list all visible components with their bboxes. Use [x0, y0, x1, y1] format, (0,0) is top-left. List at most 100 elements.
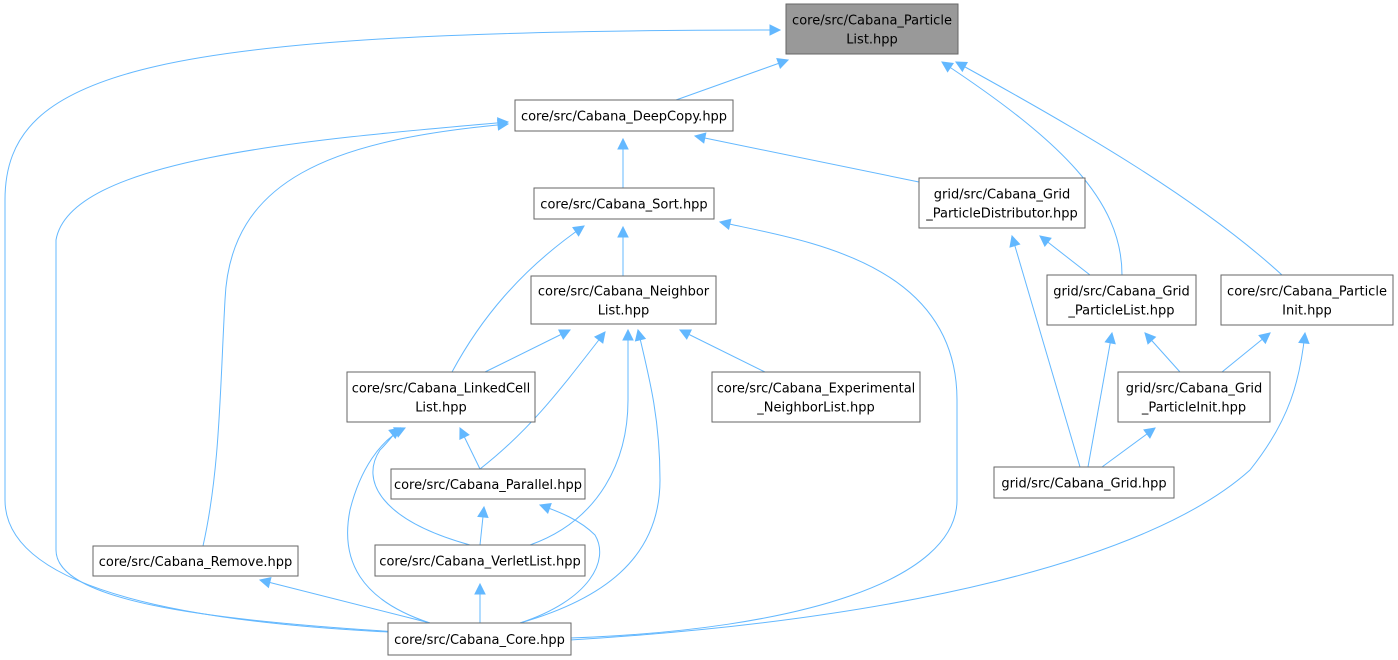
edge-grid_particleinit-to-particleinit: [1221, 332, 1271, 373]
node-label: core/src/Cabana_Core.hpp: [394, 633, 565, 648]
node-box: [387, 622, 572, 656]
edge-deepcopy-to-particlelist: [675, 58, 790, 101]
node-verletlist[interactable]: core/src/Cabana_VerletList.hpp: [374, 544, 586, 577]
node-label: core/src/Cabana_Remove.hpp: [99, 555, 293, 570]
node-label: grid/src/Cabana_Grid.hpp: [1001, 477, 1166, 492]
arrowhead-icon: [1009, 234, 1021, 248]
node-box: [711, 371, 921, 423]
edge-line: [479, 331, 606, 470]
edge-experimental-to-neighborlist: [678, 329, 766, 373]
node-label: grid/src/Cabana_Grid: [934, 188, 1070, 203]
node-particleinit[interactable]: core/src/Cabana_ParticleInit.hpp: [1220, 274, 1394, 326]
edge-core-to-remove: [258, 576, 431, 624]
arrowhead-icon: [258, 576, 272, 589]
edge-grid-to-grid_particleinit: [1101, 427, 1156, 468]
node-label: List.hpp: [415, 401, 467, 416]
node-box: [785, 3, 959, 55]
arrowhead-icon: [1104, 331, 1116, 345]
edge-linkedcell-to-sort: [451, 225, 585, 373]
edge-line: [451, 225, 585, 373]
node-label: List.hpp: [598, 304, 650, 319]
edges-layer: [4, 24, 1310, 641]
node-box: [530, 275, 717, 325]
node-box: [92, 545, 299, 577]
edge-line: [1101, 427, 1156, 468]
nodes-layer: core/src/Cabana_ParticleList.hppcore/src…: [92, 3, 1394, 656]
arrowhead-icon: [1258, 332, 1271, 345]
edge-particleinit-to-particlelist: [955, 61, 1283, 276]
arrowhead-icon: [497, 117, 510, 129]
arrowhead-icon: [558, 329, 572, 340]
node-label: core/src/Cabana_Experimental: [717, 382, 916, 397]
node-label: List.hpp: [846, 33, 898, 48]
node-label: _ParticleDistributor.hpp: [925, 207, 1078, 222]
node-box: [1046, 274, 1197, 326]
node-box: [346, 371, 536, 423]
node-grid[interactable]: grid/src/Cabana_Grid.hpp: [993, 466, 1175, 499]
edge-linkedcell-to-neighborlist: [484, 329, 572, 373]
node-label: core/src/Cabana_DeepCopy.hpp: [521, 110, 727, 125]
edge-line: [4, 29, 781, 633]
edge-parallel-to-neighborlist: [479, 331, 606, 470]
arrowhead-icon: [776, 58, 790, 70]
arrowhead-icon: [538, 502, 552, 514]
edge-core-to-verletlist: [474, 582, 486, 623]
node-box: [993, 466, 1175, 499]
arrowhead-icon: [593, 331, 606, 344]
edge-line: [1011, 235, 1081, 468]
arrowhead-icon: [1144, 332, 1157, 345]
edge-line: [955, 61, 1283, 276]
node-core[interactable]: core/src/Cabana_Core.hpp: [387, 622, 572, 656]
node-label: core/src/Cabana_Parallel.hpp: [394, 478, 582, 493]
arrowhead-icon: [955, 61, 968, 73]
edge-grid_particlelist-to-particlelist: [941, 61, 1123, 276]
node-box: [514, 99, 734, 132]
edge-grid_particleinit-to-grid_particlelist: [1144, 332, 1181, 373]
edge-grid_particlelist-to-grid_distributor: [1039, 235, 1091, 276]
node-label: core/src/Cabana_VerletList.hpp: [379, 555, 580, 570]
arrowhead-icon: [634, 328, 647, 342]
node-remove[interactable]: core/src/Cabana_Remove.hpp: [92, 545, 299, 577]
edge-core-to-sort: [569, 218, 958, 639]
node-parallel[interactable]: core/src/Cabana_Parallel.hpp: [390, 468, 586, 500]
edge-line: [519, 329, 661, 624]
edge-line: [1039, 235, 1091, 276]
node-sort[interactable]: core/src/Cabana_Sort.hpp: [533, 187, 715, 220]
edge-line: [519, 504, 601, 624]
edge-grid-to-grid_particlelist: [1087, 331, 1116, 468]
edge-line: [679, 329, 766, 373]
node-label: core/src/Cabana_Sort.hpp: [540, 198, 707, 213]
node-deepcopy[interactable]: core/src/Cabana_DeepCopy.hpp: [514, 99, 734, 132]
arrowhead-icon: [769, 24, 782, 36]
node-grid_particleinit[interactable]: grid/src/Cabana_Grid_ParticleInit.hpp: [1117, 371, 1271, 423]
edge-grid_distributor-to-deepcopy: [693, 132, 920, 183]
arrowhead-icon: [622, 328, 634, 341]
arrowhead-icon: [393, 427, 407, 438]
node-label: core/src/Cabana_LinkedCell: [352, 382, 531, 397]
node-grid_distributor[interactable]: grid/src/Cabana_Grid _ParticleDistributor…: [918, 177, 1086, 229]
edge-line: [529, 330, 629, 546]
arrowhead-icon: [617, 225, 629, 238]
node-label: _ParticleInit.hpp: [1141, 401, 1246, 416]
arrowhead-icon: [941, 61, 954, 73]
node-box: [390, 468, 586, 500]
node-experimental[interactable]: core/src/Cabana_Experimental_NeighborLis…: [711, 371, 921, 423]
node-label: core/src/Cabana_Particle: [792, 14, 952, 29]
node-grid_particlelist[interactable]: grid/src/Cabana_Grid_ParticleList.hpp: [1046, 274, 1197, 326]
edge-core-to-linkedcell: [347, 427, 431, 624]
edge-grid-to-grid_distributor: [1009, 234, 1081, 468]
node-neighborlist[interactable]: core/src/Cabana_NeighborList.hpp: [530, 275, 717, 325]
node-box: [1220, 274, 1394, 326]
edge-line: [941, 61, 1123, 276]
edge-line: [259, 579, 431, 624]
node-box: [1117, 371, 1271, 423]
edge-line: [347, 427, 431, 624]
node-label: core/src/Cabana_Particle: [1227, 285, 1387, 300]
node-particlelist: core/src/Cabana_ParticleList.hpp: [785, 3, 959, 55]
arrowhead-icon: [459, 426, 470, 440]
node-box: [918, 177, 1086, 229]
edge-line: [55, 121, 509, 633]
edge-core-to-particlelist: [4, 24, 782, 633]
arrowhead-icon: [572, 225, 585, 237]
